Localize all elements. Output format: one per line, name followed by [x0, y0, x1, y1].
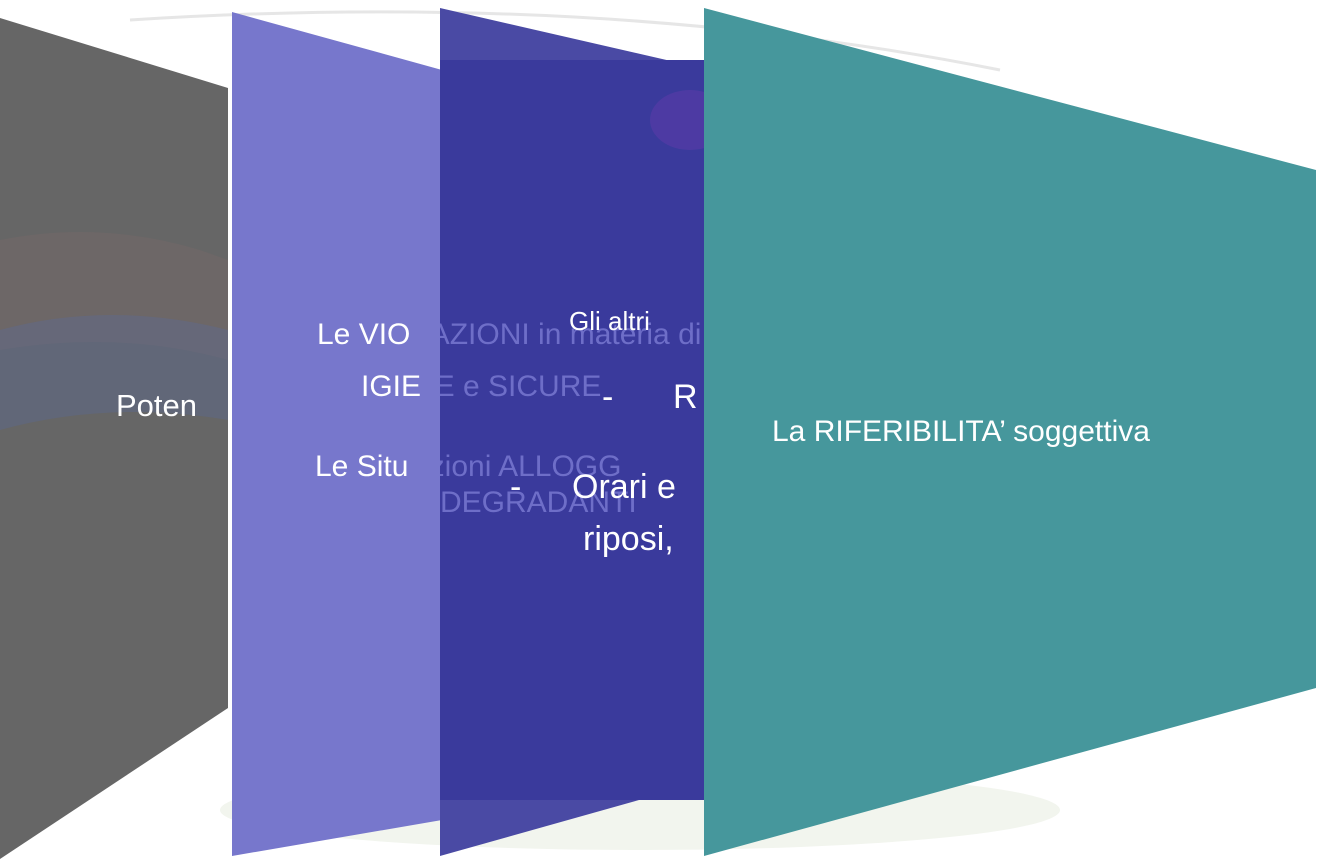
panel-2: Le VIO IGIE Le Situ [232, 0, 442, 859]
panel-3-line-4: riposi, [583, 520, 674, 558]
background-swirl-line [129, 10, 1001, 72]
panel-1-blue-band [0, 315, 228, 430]
panel-1-title: Poten [116, 388, 198, 423]
panel-1-red-band [0, 232, 228, 360]
panel-3: LAZIONI in materia di NE e SICURE azioni… [440, 0, 710, 859]
panel-3-dash-1: - [602, 378, 614, 416]
panel-2-faded-line-2: NE e SICURE [440, 370, 602, 403]
panel-4-shape [704, 8, 1316, 856]
panel-1: Poten [0, 0, 228, 859]
panel-3-purple-blob [650, 90, 710, 150]
panel-2-faded-line-1: LAZIONI in materia di [440, 318, 702, 351]
panel-2-line-1: Le VIO [317, 318, 411, 351]
panel-3-inner [440, 60, 710, 800]
panel-2-faded-line-4: DEGRADANTI [440, 486, 637, 519]
panel-2-line-3: Le Situ [315, 450, 409, 483]
panel-1-shape [0, 18, 228, 859]
panel-3-line-2: R [673, 378, 698, 416]
panel-2-shape [232, 12, 442, 856]
panel-2-faded-line-3: azioni ALLOGG [440, 450, 622, 483]
panel-4: La RIFERIBILITA’ soggettiva [704, 0, 1321, 859]
panel-2-line-2: IGIE [361, 370, 422, 403]
panel-3-line-3: Orari e [572, 468, 676, 506]
panel-4-title: La RIFERIBILITA’ soggettiva [772, 415, 1150, 448]
panel-3-dash-2: - [510, 468, 522, 506]
panel-3-line-1: Gli altri [569, 306, 650, 336]
